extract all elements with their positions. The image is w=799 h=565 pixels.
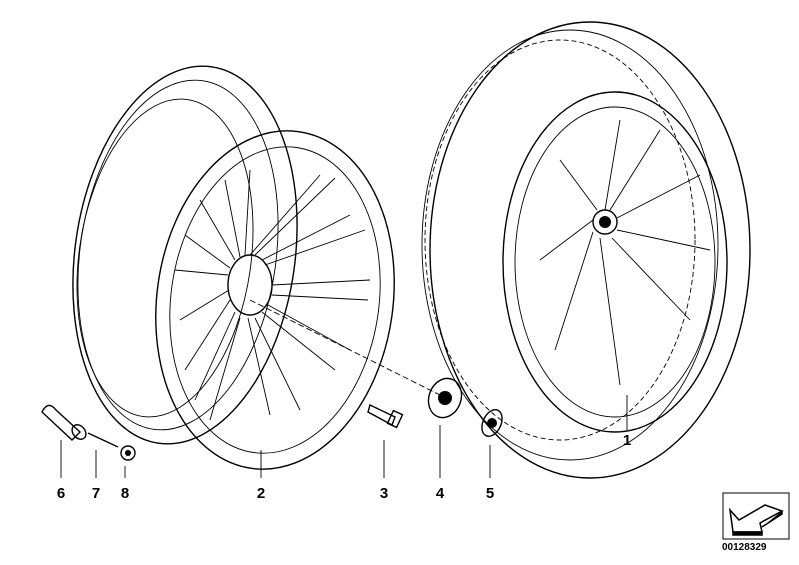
emblem[interactable] [478,407,506,440]
callout-8[interactable]: 8 [120,485,130,502]
callout-7[interactable]: 7 [91,485,101,502]
wheel-bolt[interactable] [367,404,404,429]
callout-5[interactable]: 5 [485,485,495,502]
valve[interactable] [41,404,89,442]
callout-6[interactable]: 6 [56,485,66,502]
callout-4[interactable]: 4 [435,485,445,502]
arrow-icon[interactable] [722,492,790,540]
callout-1[interactable]: 1 [622,432,632,449]
valve-core[interactable] [87,432,119,448]
valve-cap[interactable] [120,445,136,461]
callout-3[interactable]: 3 [379,485,389,502]
wheel-rim[interactable] [50,52,416,485]
hub-cap[interactable] [423,374,467,423]
complete-wheel-tire[interactable] [421,21,751,479]
diagram-code: 00128329 [722,542,767,553]
callout-2[interactable]: 2 [256,485,266,502]
